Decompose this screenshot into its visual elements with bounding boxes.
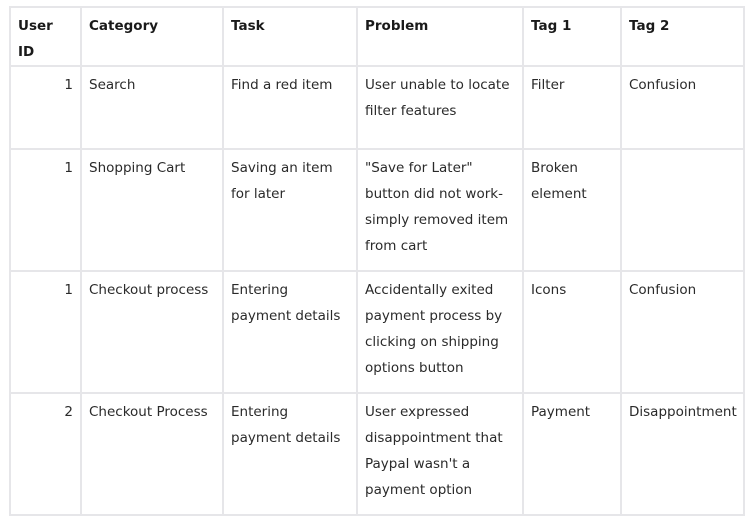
cell-user-id: 1 (9, 270, 82, 394)
cell-task: Entering payment details (222, 270, 358, 394)
header-problem: Problem (356, 6, 524, 67)
header-tag-1: Tag 1 (522, 6, 622, 67)
cell-tag-1: Broken element (522, 148, 622, 272)
cell-tag-2: Disappointment (620, 392, 745, 516)
cell-tag-2: Confusion (620, 270, 745, 394)
cell-user-id: 1 (9, 148, 82, 272)
cell-tag-2: Confusion (620, 65, 745, 150)
table-row: 1 Shopping Cart Saving an item for later… (9, 148, 745, 272)
cell-category: Checkout Process (80, 392, 224, 516)
cell-tag-1: Payment (522, 392, 622, 516)
cell-problem: User unable to locate filter features (356, 65, 524, 150)
header-category: Category (80, 6, 224, 67)
header-task: Task (222, 6, 358, 67)
cell-task: Saving an item for later (222, 148, 358, 272)
header-row: User ID Category Task Problem Tag 1 Tag … (9, 6, 745, 67)
table-row: 1 Checkout process Entering payment deta… (9, 270, 745, 394)
cell-user-id: 2 (9, 392, 82, 516)
cell-category: Shopping Cart (80, 148, 224, 272)
cell-category: Search (80, 65, 224, 150)
table-row: 1 Search Find a red item User unable to … (9, 65, 745, 150)
cell-task: Find a red item (222, 65, 358, 150)
cell-user-id: 1 (9, 65, 82, 150)
header-user-id: User ID (9, 6, 82, 67)
cell-tag-1: Icons (522, 270, 622, 394)
cell-problem: Accidentally exited payment process by c… (356, 270, 524, 394)
cell-category: Checkout process (80, 270, 224, 394)
cell-problem: "Save for Later" button did not work- si… (356, 148, 524, 272)
usability-findings-table: User ID Category Task Problem Tag 1 Tag … (9, 6, 745, 516)
header-tag-2: Tag 2 (620, 6, 745, 67)
cell-tag-2 (620, 148, 745, 272)
table-row: 2 Checkout Process Entering payment deta… (9, 392, 745, 516)
cell-task: Entering payment details (222, 392, 358, 516)
cell-problem: User expressed disappointment that Paypa… (356, 392, 524, 516)
cell-tag-1: Filter (522, 65, 622, 150)
